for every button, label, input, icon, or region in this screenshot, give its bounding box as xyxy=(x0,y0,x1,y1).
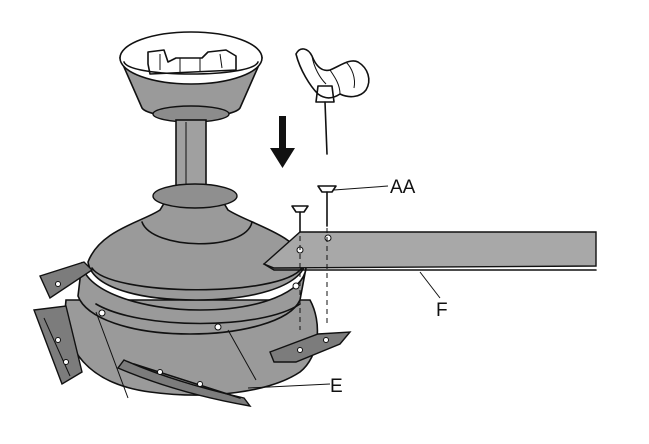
fan-blade-f xyxy=(262,231,597,271)
down-arrow-icon xyxy=(270,116,295,168)
blade-arm-right xyxy=(269,331,352,363)
blade-arm-left xyxy=(33,305,83,386)
motor-housing xyxy=(64,183,319,399)
label-e: E xyxy=(330,376,343,397)
alignment-guides xyxy=(299,228,328,330)
label-aa: AA xyxy=(390,177,416,198)
screw-icon xyxy=(291,185,337,233)
blade-arm-back xyxy=(39,261,94,300)
label-f: F xyxy=(436,300,448,321)
canopy xyxy=(119,31,263,123)
blade-arm-e xyxy=(116,359,252,407)
leader-lines xyxy=(247,185,441,389)
screwdriver-in-hand-icon xyxy=(295,48,370,155)
